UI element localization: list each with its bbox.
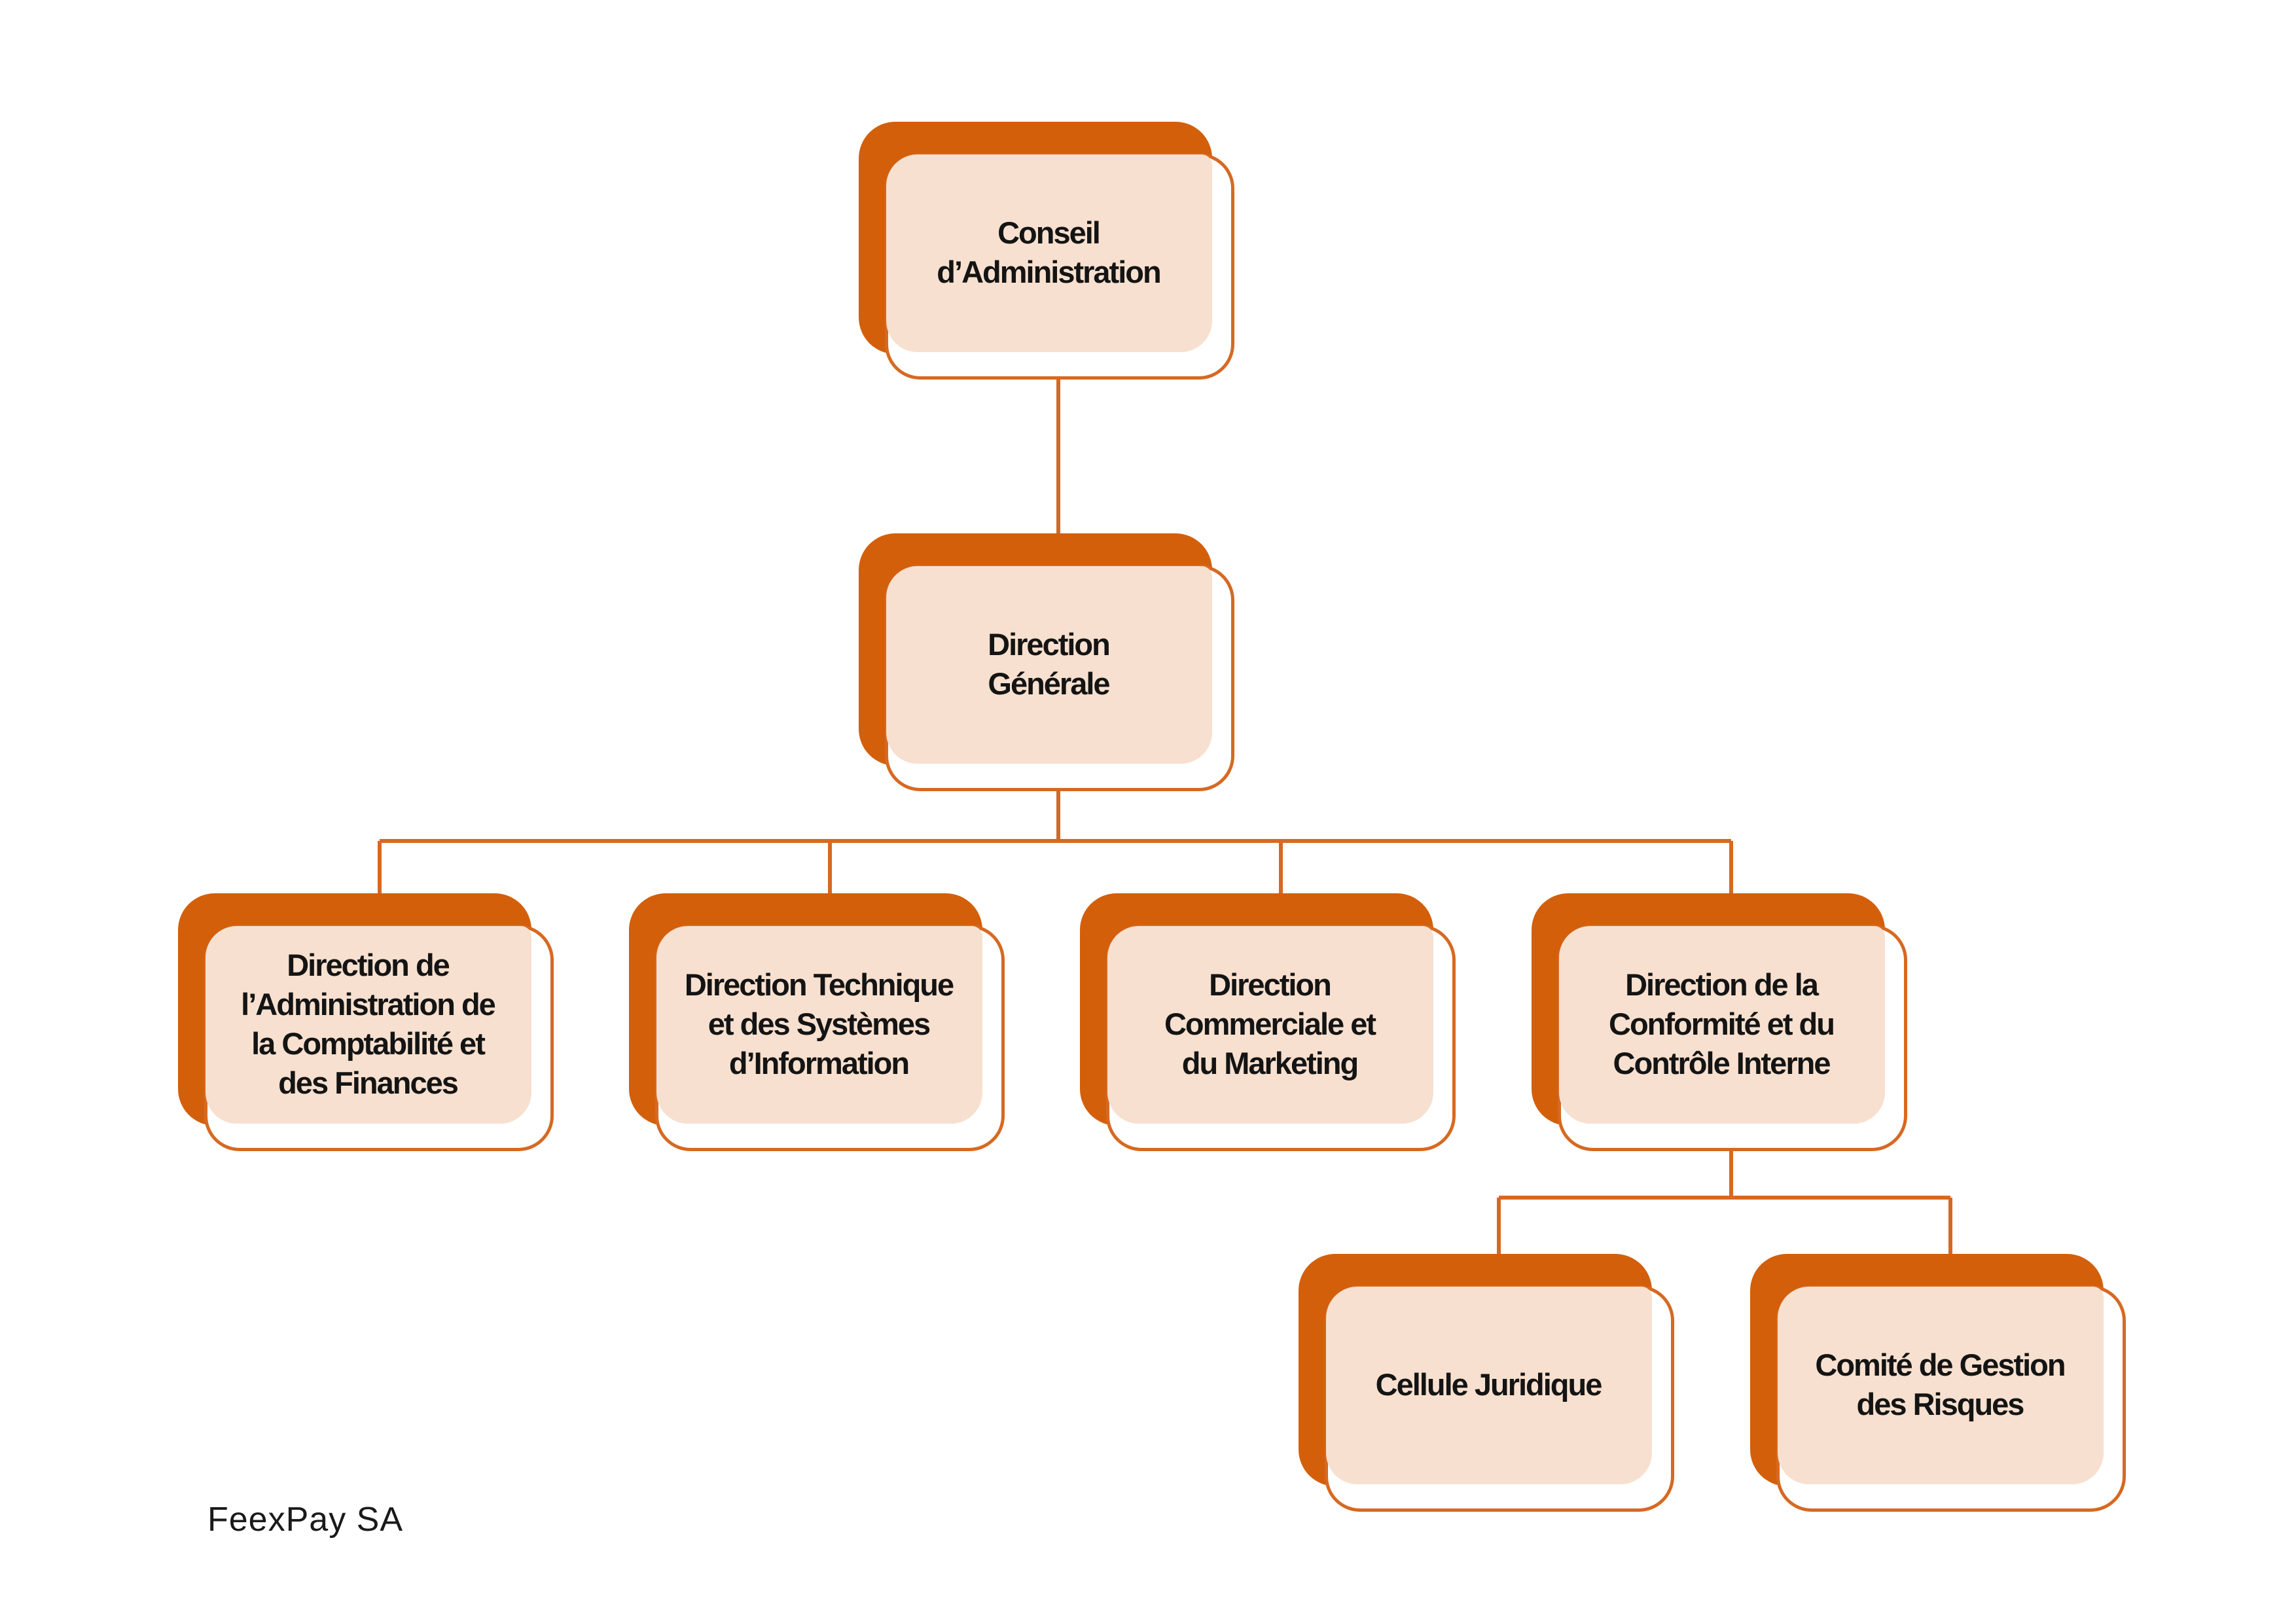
node-direction-technique: Direction Technique et des Systèmes d’In… [629, 893, 1005, 1151]
node-direction-conformite: Direction de la Conformité et du Contrôl… [1532, 893, 1907, 1151]
edge-direction-generale-to-directions [378, 782, 1733, 898]
node-direction-generale: Direction Générale [859, 533, 1234, 791]
node-cellule-juridique: Cellule Juridique [1299, 1254, 1674, 1512]
company-name: FeexPay SA [207, 1501, 404, 1539]
node-label: Comité de Gestion des Risques [1815, 1347, 2066, 1421]
node-label: Direction Commerciale et du Marketing [1164, 967, 1376, 1080]
node-label: Direction de l’Administration de la Comp… [241, 948, 496, 1100]
node-comite-risques: Comité de Gestion des Risques [1750, 1254, 2126, 1512]
node-direction-finances: Direction de l’Administration de la Comp… [178, 893, 554, 1151]
node-label: Direction Technique et des Systèmes d’In… [684, 967, 954, 1080]
node-direction-commerciale: Direction Commerciale et du Marketing [1080, 893, 1456, 1151]
node-conseil-administration: Conseil d’Administration [859, 122, 1234, 380]
edge-conformite-to-cellules [1497, 1142, 1952, 1258]
node-label: Direction Générale [988, 627, 1111, 701]
node-label: Conseil d’Administration [937, 215, 1161, 289]
node-label: Direction de la Conformité et du Contrôl… [1609, 967, 1835, 1080]
node-label: Cellule Juridique [1375, 1367, 1603, 1402]
